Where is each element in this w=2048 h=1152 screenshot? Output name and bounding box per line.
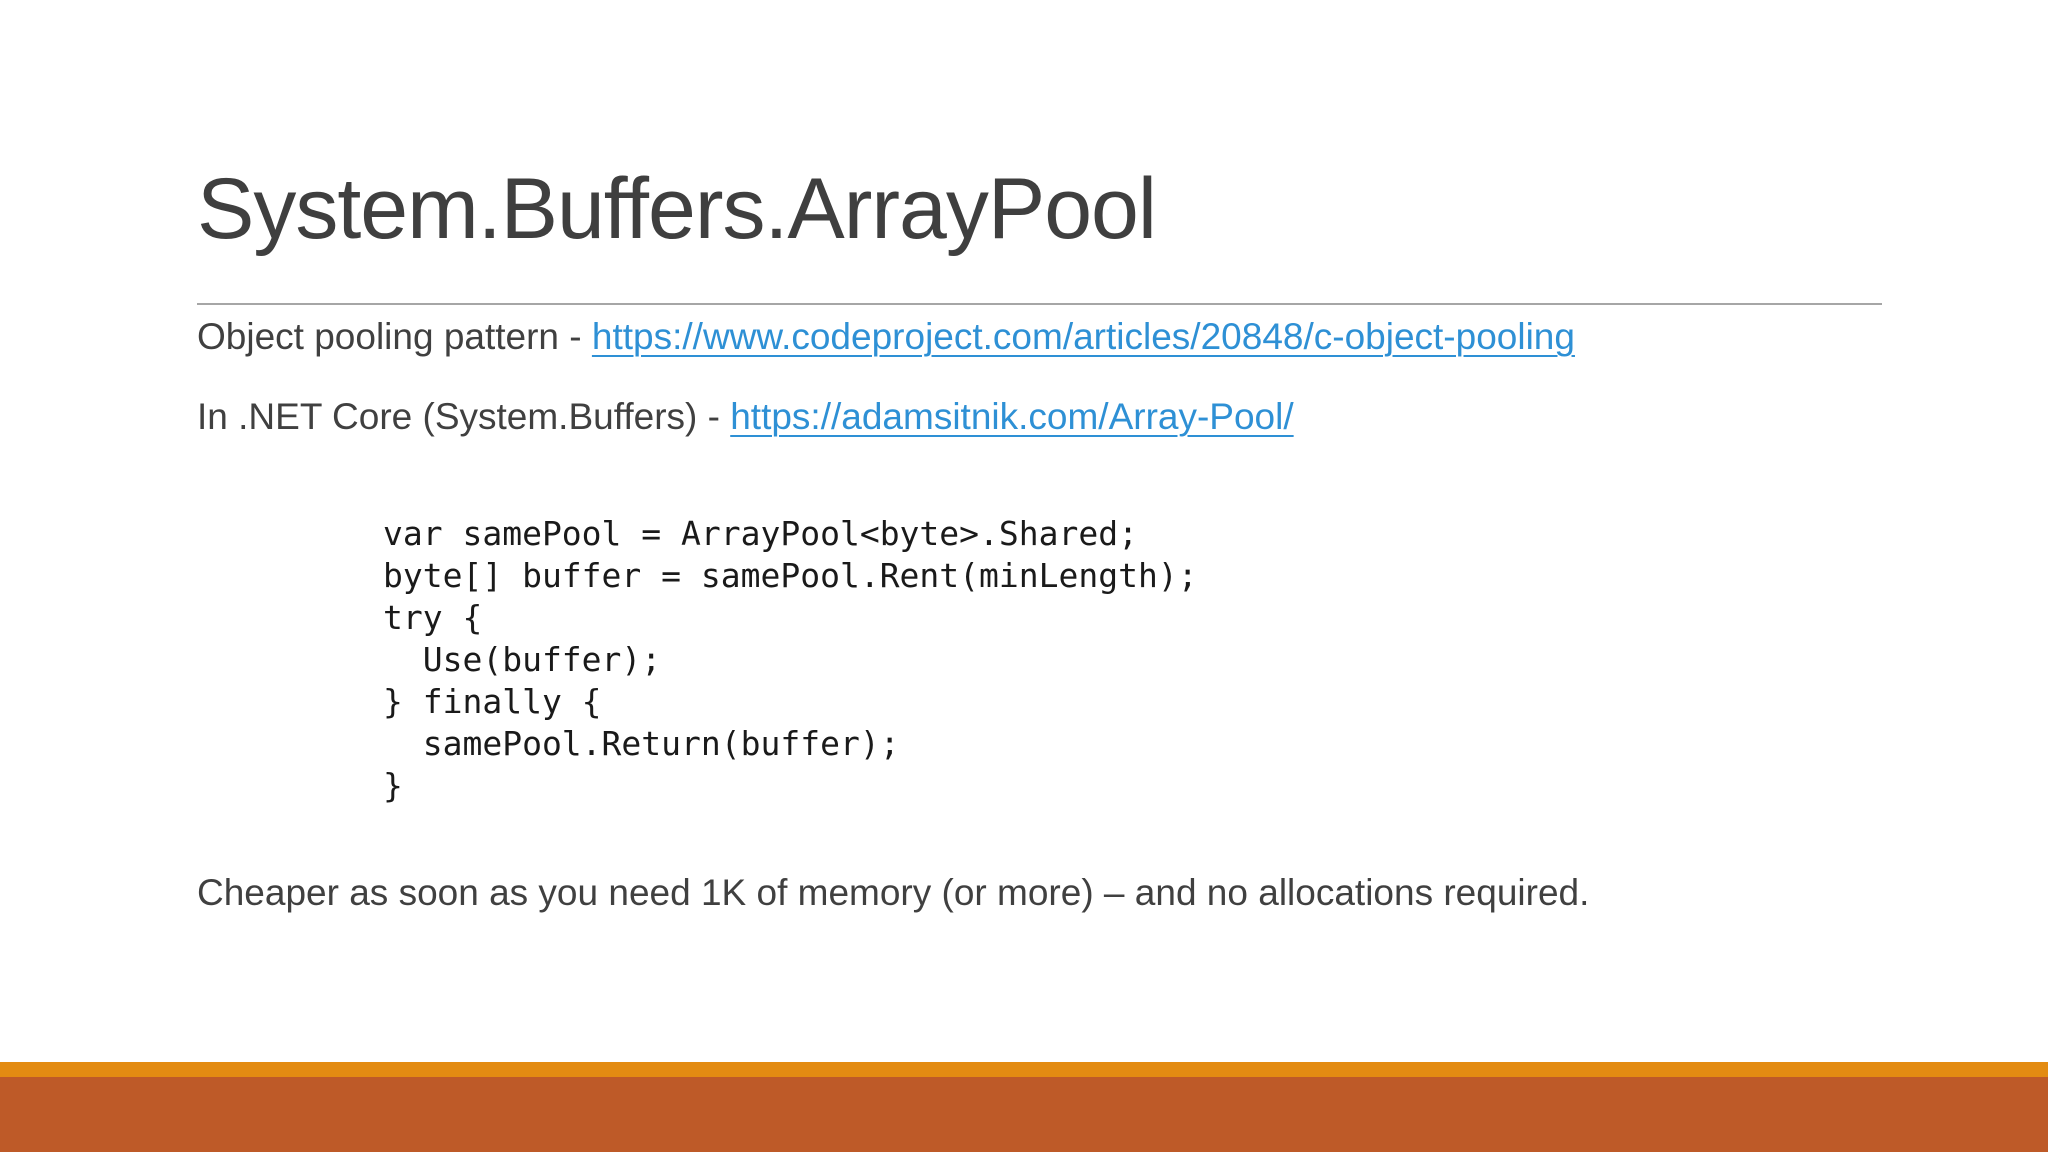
adamsitnik-link[interactable]: https://adamsitnik.com/Array-Pool/ xyxy=(730,396,1294,437)
footer-note: Cheaper as soon as you need 1K of memory… xyxy=(197,872,1590,913)
code-line: var samePool = ArrayPool<byte>.Shared; xyxy=(383,514,1138,553)
code-line: try { xyxy=(383,598,483,637)
bullet-object-pooling: Object pooling pattern - https://www.cod… xyxy=(197,316,1575,358)
footer-band xyxy=(0,1077,2048,1152)
title-divider xyxy=(197,303,1882,305)
codeproject-link[interactable]: https://www.codeproject.com/articles/208… xyxy=(591,316,1575,357)
slide-title: System.Buffers.ArrayPool xyxy=(197,161,1157,257)
code-line: } finally { xyxy=(383,682,602,721)
accent-bar xyxy=(0,1062,2048,1077)
bullet-dotnet-core: In .NET Core (System.Buffers) - https://… xyxy=(197,396,1294,438)
code-line: samePool.Return(buffer); xyxy=(383,724,900,763)
code-line: } xyxy=(383,766,403,805)
bullet-object-pooling-text: Object pooling pattern - xyxy=(197,316,592,357)
code-line: byte[] buffer = samePool.Rent(minLength)… xyxy=(383,556,1198,595)
code-snippet: var samePool = ArrayPool<byte>.Shared; b… xyxy=(383,513,1198,807)
bullet-dotnet-core-text: In .NET Core (System.Buffers) - xyxy=(197,396,731,437)
code-line: Use(buffer); xyxy=(383,640,662,679)
